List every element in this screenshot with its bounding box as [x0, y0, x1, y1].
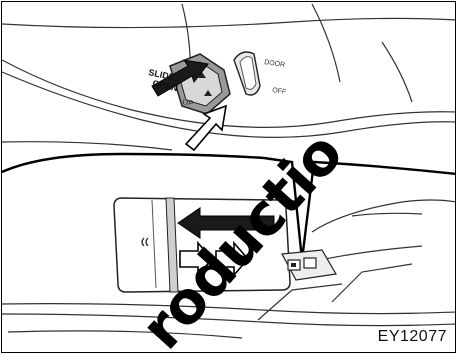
- door-label: DOOR: [264, 59, 286, 69]
- door-off-switch: [234, 52, 260, 95]
- off-label: OFF: [272, 87, 287, 96]
- overhead-console: [2, 4, 456, 150]
- figure-code: EY12077: [378, 328, 447, 346]
- push-arrow-up: [186, 106, 226, 150]
